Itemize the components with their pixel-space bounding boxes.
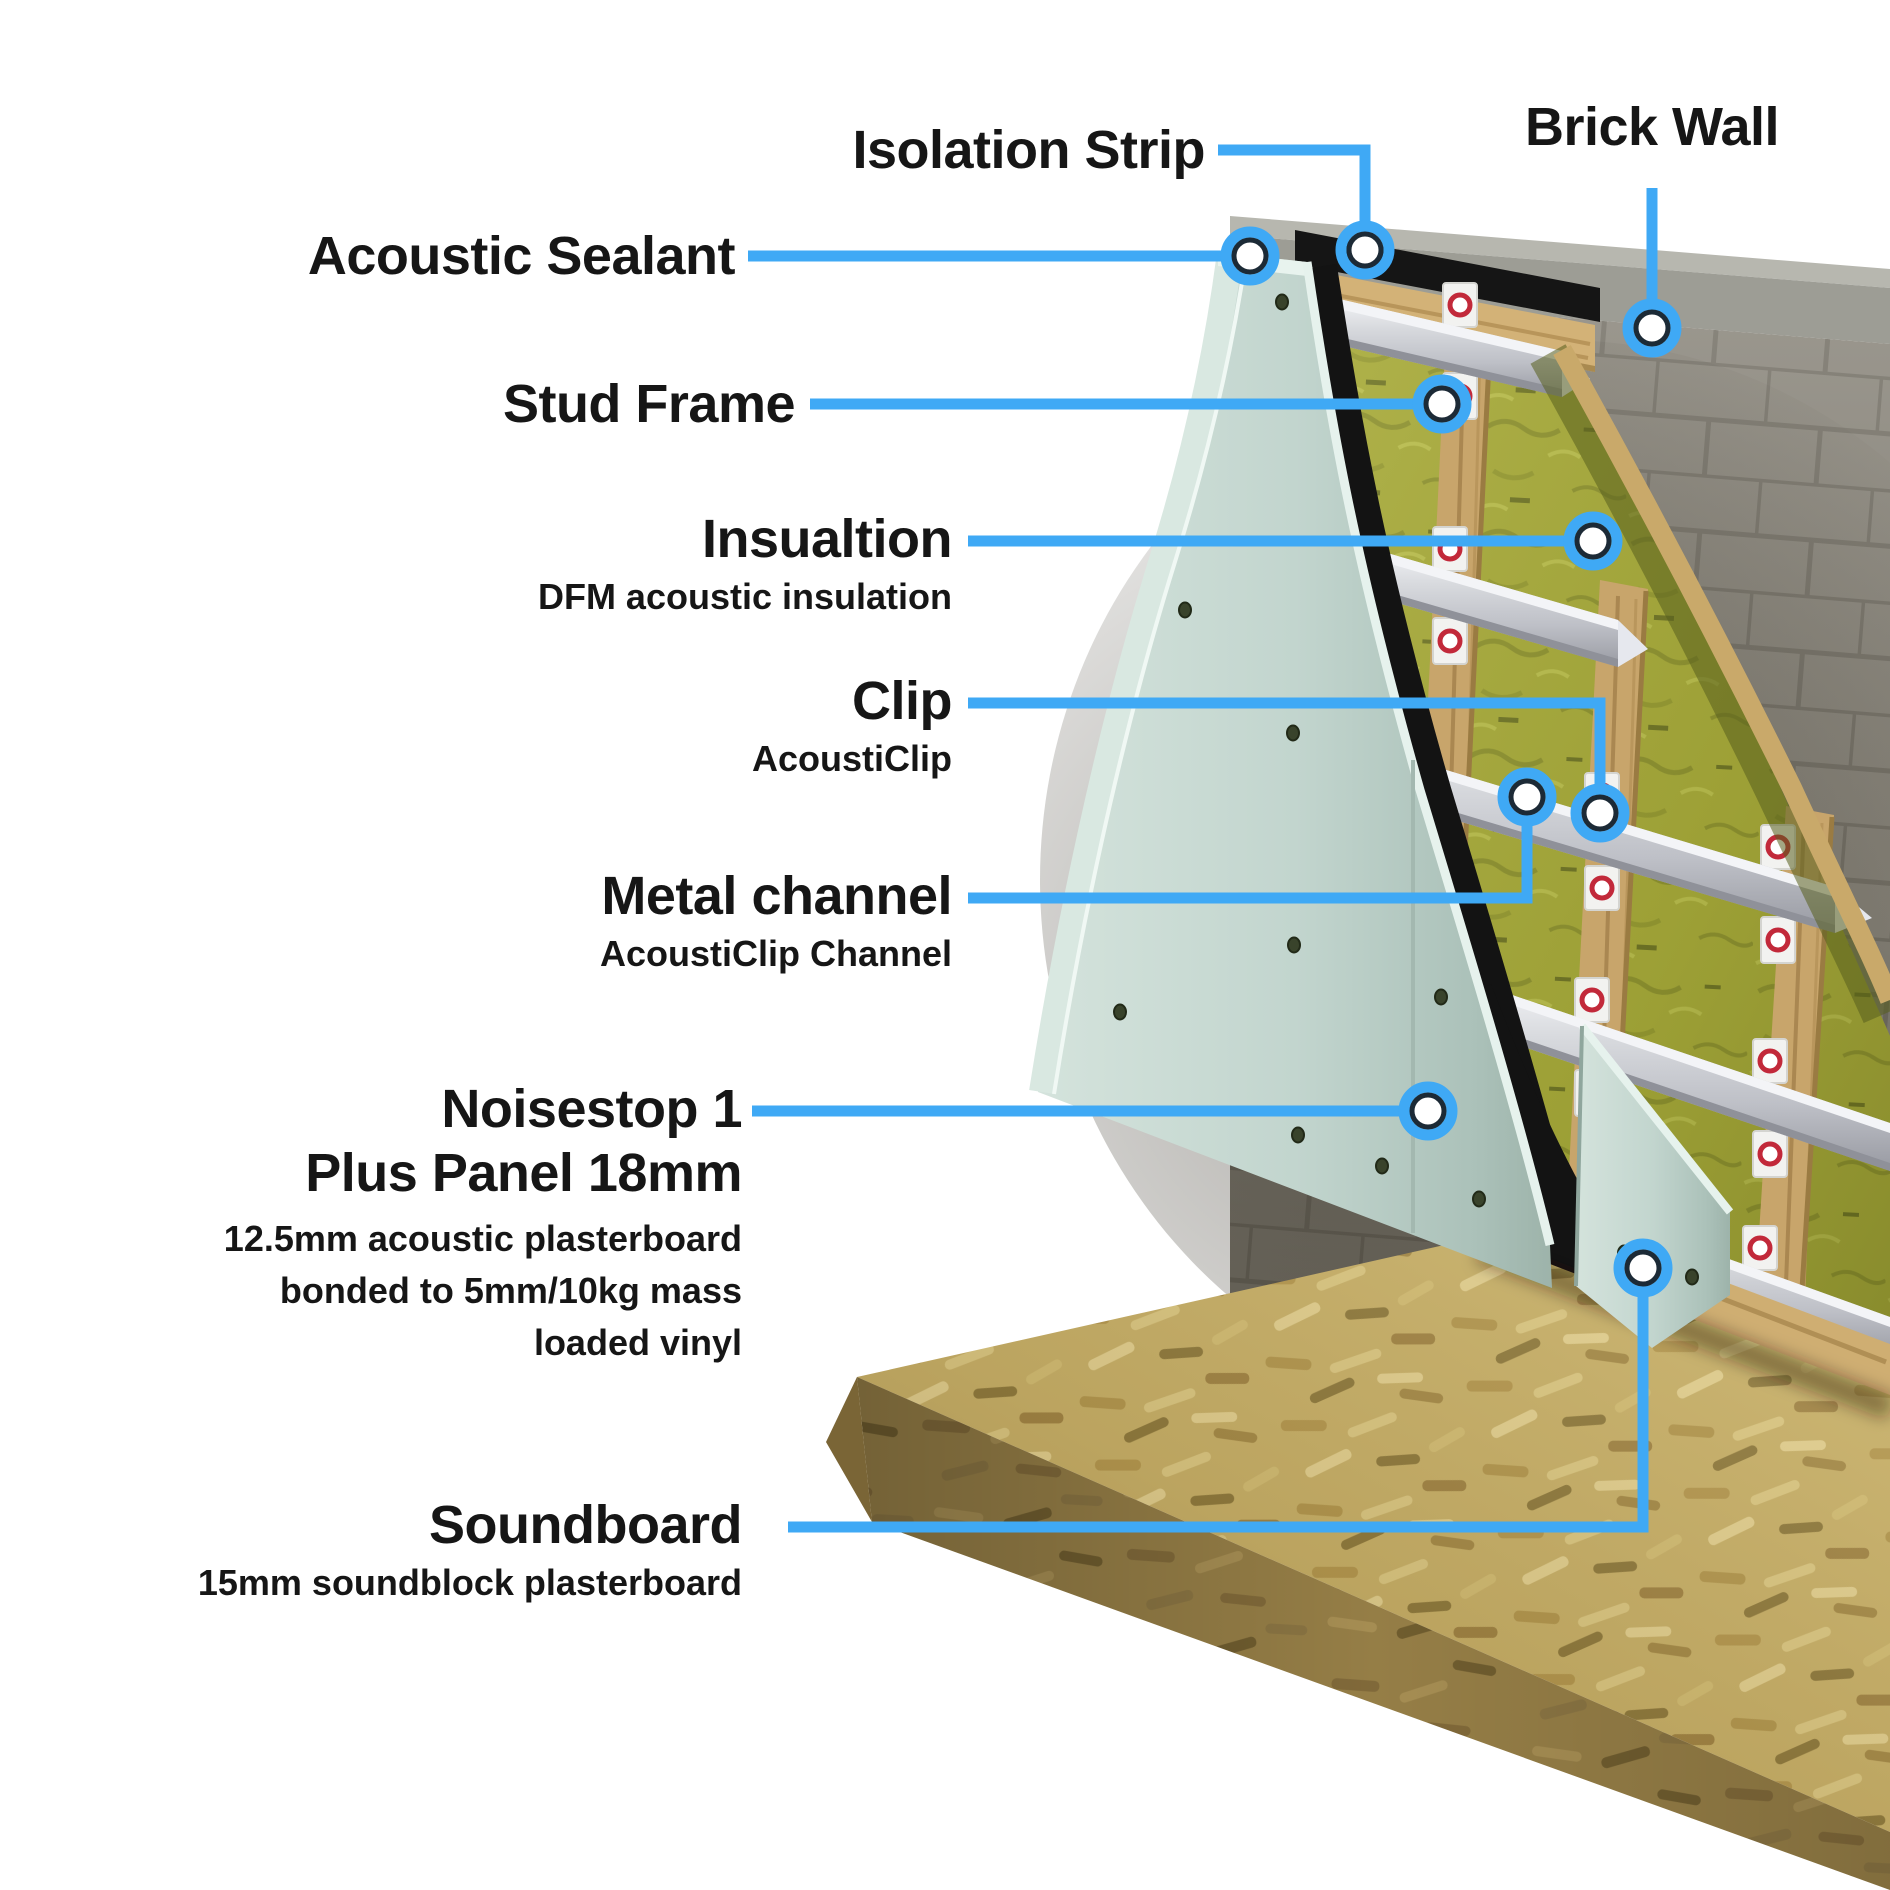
clip-graphic [1752, 1038, 1788, 1178]
floor-graphic [826, 1237, 1890, 1890]
label-insulation-subtitle: DFM acoustic insulation [537, 576, 952, 617]
noisestop-panel-graphic [1029, 251, 1555, 1288]
callout-marker-metal-channel [1503, 773, 1551, 821]
callout-marker-isolation-strip [1341, 226, 1389, 274]
label-stud-frame-text: Stud Frame [502, 374, 796, 434]
callout-marker-soundboard [1619, 1244, 1667, 1292]
leader-lines [748, 144, 1658, 1533]
label-noisestop-subtitle-3: loaded vinyl [533, 1322, 742, 1363]
clip-graphic [1742, 1225, 1778, 1271]
label-insulation-title: Insualtion [702, 509, 953, 569]
label-soundboard: Soundboard 15mm soundblock plasterboard [197, 1493, 743, 1609]
label-brick-wall: Brick Wall [1524, 95, 1780, 159]
label-noisestop-title-line2: Plus Panel 18mm [305, 1143, 742, 1203]
clip-graphic [1760, 824, 1796, 964]
label-metal-channel-title: Metal channel [601, 866, 952, 926]
cutaway-edge-graphic [1530, 344, 1890, 1024]
callout-marker-insulation [1569, 517, 1617, 565]
label-noisestop-panel: Noisestop 1 Plus Panel 18mm 12.5mm acous… [223, 1077, 743, 1369]
metal-channel-bar [1468, 980, 1890, 1171]
callout-marker-noisestop-panel [1404, 1087, 1452, 1135]
label-metal-channel: Metal channel AcoustiClip Channel [599, 864, 953, 980]
metal-channel-bar [1370, 548, 1648, 667]
label-insulation: Insualtion DFM acoustic insulation [537, 507, 953, 623]
leader-isolation-strip [1218, 144, 1371, 245]
label-acoustic-sealant: Acoustic Sealant [307, 224, 736, 288]
panel-screws [1113, 293, 1486, 1208]
callout-marker-brick-wall [1628, 304, 1676, 352]
clip-graphic [1584, 772, 1620, 911]
label-isolation-strip-text: Isolation Strip [852, 120, 1205, 180]
label-acoustic-sealant-text: Acoustic Sealant [307, 226, 736, 286]
callout-marker-acoustic-sealant [1226, 232, 1274, 280]
label-noisestop-subtitle-1: 12.5mm acoustic plasterboard [223, 1218, 742, 1259]
label-clip-title: Clip [852, 671, 953, 731]
label-metal-channel-subtitle: AcoustiClip Channel [599, 933, 952, 974]
label-noisestop-title-line1: Noisestop 1 [441, 1079, 742, 1139]
callout-marker-stud-frame [1418, 380, 1466, 428]
label-clip: Clip AcoustiClip [751, 669, 953, 785]
callout-marker-clip [1576, 789, 1624, 837]
leader-soundboard [788, 1273, 1649, 1533]
label-isolation-strip: Isolation Strip [852, 118, 1205, 182]
label-brick-wall-text: Brick Wall [1524, 97, 1780, 157]
label-soundboard-subtitle: 15mm soundblock plasterboard [197, 1562, 742, 1603]
label-clip-subtitle: AcoustiClip [751, 738, 952, 779]
leader-metal-channel [968, 802, 1533, 904]
leader-clip [968, 697, 1606, 808]
label-noisestop-subtitle-2: bonded to 5mm/10kg mass [279, 1270, 742, 1311]
label-soundboard-title: Soundboard [429, 1495, 742, 1555]
label-stud-frame: Stud Frame [502, 372, 796, 436]
